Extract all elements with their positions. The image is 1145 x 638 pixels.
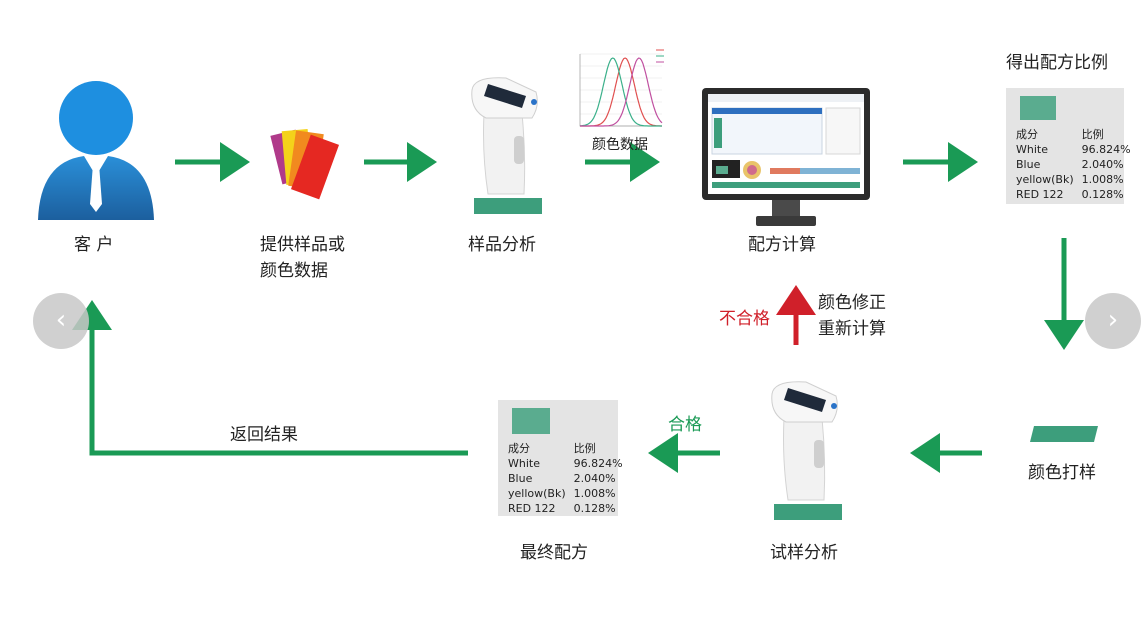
customer-label: 客 户 bbox=[74, 235, 114, 255]
spectrophotometer-trial-icon bbox=[771, 381, 842, 520]
table-header-ratio: 比例 bbox=[1081, 128, 1104, 141]
adjust-label-2: 重新计算 bbox=[818, 319, 886, 339]
provide-samples-label-2: 颜色数据 bbox=[260, 261, 328, 281]
chart-series-line-1 bbox=[579, 57, 662, 127]
sample-analysis-label: 样品分析 bbox=[468, 235, 536, 255]
fail-label: 不合格 bbox=[719, 309, 770, 329]
color-swatch bbox=[512, 408, 550, 434]
final-formula-label: 最终配方 bbox=[520, 543, 588, 563]
color-swatch bbox=[1020, 96, 1056, 120]
table-row: yellow(Bk)1.008% bbox=[1016, 173, 1124, 186]
next-slide-button[interactable]: › bbox=[1085, 293, 1141, 349]
table-header-ratio: 比例 bbox=[573, 442, 596, 455]
table-row: yellow(Bk)1.008% bbox=[508, 487, 616, 500]
swatch-sample-icon bbox=[1030, 426, 1098, 442]
return-result-label: 返回结果 bbox=[230, 425, 298, 445]
color-samples-icon bbox=[270, 128, 340, 200]
monitor-icon bbox=[702, 88, 870, 226]
prev-slide-button[interactable]: ‹ bbox=[33, 293, 89, 349]
chevron-right-icon: › bbox=[1107, 305, 1119, 335]
spectrum-chart bbox=[579, 49, 664, 127]
chart-series-line-2 bbox=[580, 57, 663, 127]
table-header-component: 成分 bbox=[508, 442, 530, 455]
chevron-left-icon: ‹ bbox=[55, 305, 67, 335]
get-ratio-label: 得出配方比例 bbox=[1006, 53, 1108, 73]
trial-analysis-label: 试样分析 bbox=[770, 543, 838, 563]
pass-label: 合格 bbox=[668, 415, 702, 435]
table-header-component: 成分 bbox=[1016, 128, 1038, 141]
customer-icon bbox=[38, 81, 154, 220]
chart-series bbox=[579, 57, 663, 127]
color-swatch-label: 颜色打样 bbox=[1028, 463, 1096, 483]
color-data-label: 颜色数据 bbox=[592, 137, 648, 153]
adjust-label-1: 颜色修正 bbox=[818, 293, 886, 313]
chart-legend bbox=[656, 49, 664, 63]
arrow-return-to-customer bbox=[72, 300, 468, 456]
spectrophotometer-icon bbox=[471, 77, 542, 214]
provide-samples-label-1: 提供样品或 bbox=[260, 235, 345, 255]
formula-calc-label: 配方计算 bbox=[748, 235, 816, 255]
